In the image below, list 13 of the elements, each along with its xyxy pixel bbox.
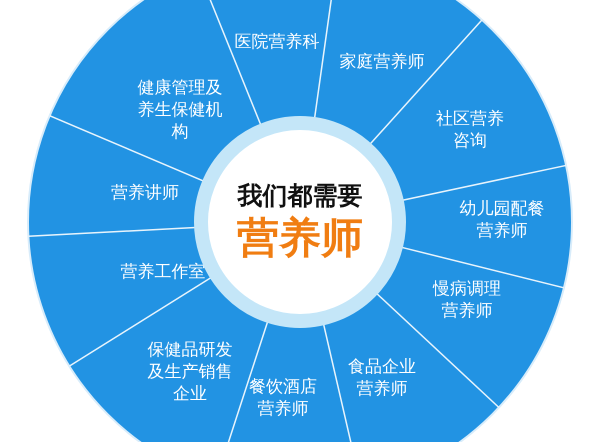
segment-label: 医院营养科 <box>234 31 320 53</box>
segment-label: 食品企业营养师 <box>347 356 417 400</box>
segment-label: 健康管理及养生保健机构 <box>136 77 224 143</box>
segment-label: 社区营养咨询 <box>435 108 505 152</box>
segment-label: 保健品研发及生产销售企业 <box>146 339 234 405</box>
segment-label: 家庭营养师 <box>338 51 426 73</box>
center-title: 营养师 <box>237 212 363 264</box>
segment-label: 幼儿园配餐营养师 <box>458 198 546 242</box>
segment-label: 营养讲师 <box>110 182 180 204</box>
center-heading: 我们都需要 <box>238 180 362 212</box>
segment-label: 营养工作室 <box>120 261 206 283</box>
segment-label: 慢病调理营养师 <box>432 278 502 322</box>
segment-label: 餐饮酒店营养师 <box>248 376 318 420</box>
